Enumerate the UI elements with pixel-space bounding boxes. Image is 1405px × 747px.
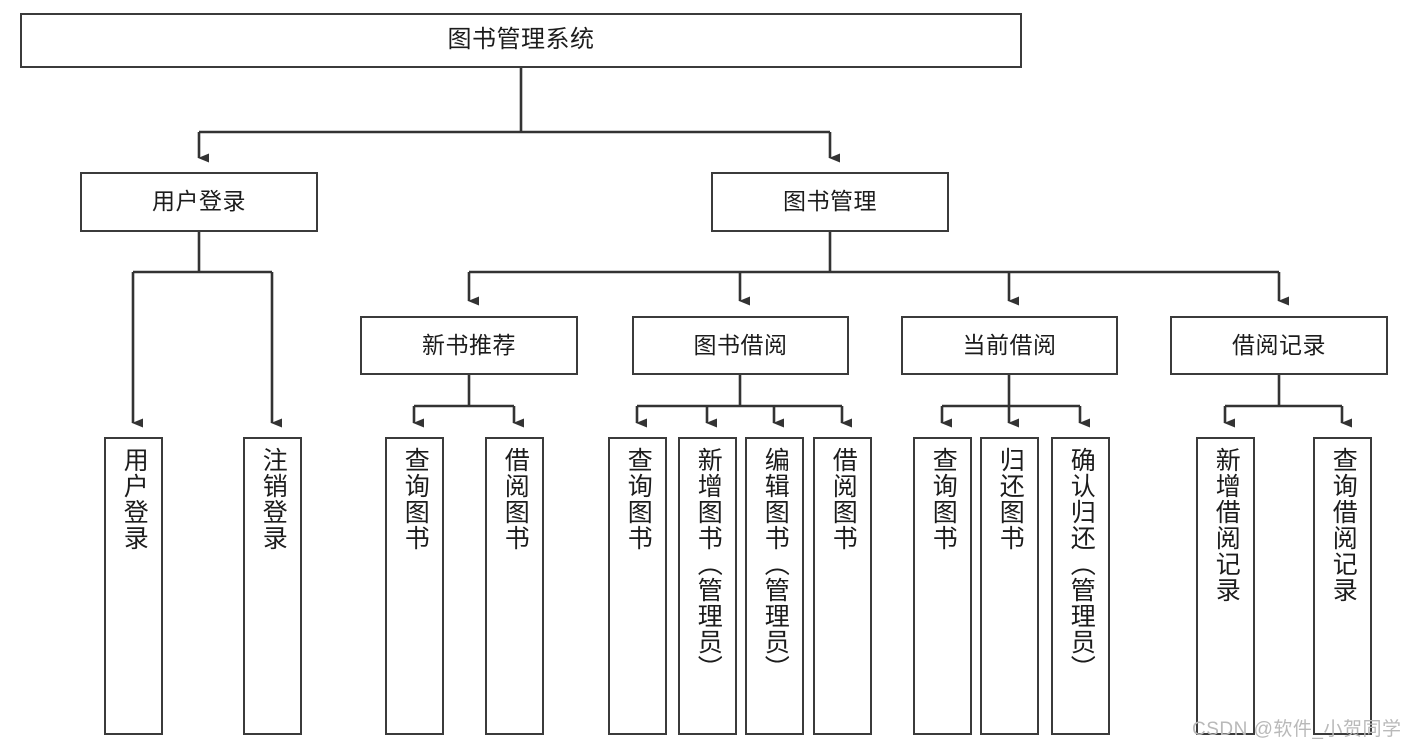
node-leaf-return-book[interactable]: 归还图书 [980, 437, 1039, 735]
node-book-borrow-label: 图书借阅 [693, 331, 788, 358]
node-leaf-query-book-3[interactable]: 查询图书 [913, 437, 972, 735]
node-leaf-borrow-book-1[interactable]: 借阅图书 [485, 437, 544, 735]
node-current-borrow-label: 当前借阅 [962, 331, 1057, 358]
node-leaf-logout[interactable]: 注销登录 [243, 437, 302, 735]
node-leaf-borrow-book-2[interactable]: 借阅图书 [813, 437, 872, 735]
node-new-book-recommend-label: 新书推荐 [422, 331, 516, 358]
node-leaf-query-book-1[interactable]: 查询图书 [385, 437, 444, 735]
node-leaf-user-login-label: 用户登录 [120, 447, 149, 551]
node-leaf-confirm-return[interactable]: 确认归还（管理员） [1051, 437, 1110, 735]
node-borrow-record-label: 借阅记录 [1232, 331, 1326, 358]
node-leaf-query-record-label: 查询借阅记录 [1329, 447, 1358, 603]
node-leaf-query-record[interactable]: 查询借阅记录 [1313, 437, 1372, 735]
node-book-manage-label: 图书管理 [783, 188, 877, 215]
node-user-login[interactable]: 用户登录 [80, 172, 318, 232]
node-book-borrow[interactable]: 图书借阅 [632, 316, 849, 375]
node-leaf-add-record-label: 新增借阅记录 [1212, 447, 1241, 603]
node-leaf-query-book-2-label: 查询图书 [624, 447, 653, 551]
node-new-book-recommend[interactable]: 新书推荐 [360, 316, 578, 375]
node-leaf-query-book-2[interactable]: 查询图书 [608, 437, 667, 735]
node-leaf-borrow-book-1-label: 借阅图书 [501, 447, 530, 551]
node-leaf-edit-book-label: 编辑图书（管理员） [761, 447, 790, 681]
node-borrow-record[interactable]: 借阅记录 [1170, 316, 1388, 375]
node-leaf-borrow-book-2-label: 借阅图书 [829, 447, 858, 551]
node-leaf-edit-book[interactable]: 编辑图书（管理员） [745, 437, 804, 735]
node-leaf-add-record[interactable]: 新增借阅记录 [1196, 437, 1255, 735]
node-leaf-add-book-label: 新增图书（管理员） [694, 447, 723, 681]
node-leaf-user-login[interactable]: 用户登录 [104, 437, 163, 735]
node-leaf-add-book[interactable]: 新增图书（管理员） [678, 437, 737, 735]
node-leaf-confirm-return-label: 确认归还（管理员） [1067, 447, 1096, 681]
node-leaf-logout-label: 注销登录 [259, 447, 288, 551]
node-book-manage[interactable]: 图书管理 [711, 172, 949, 232]
node-root-system[interactable]: 图书管理系统 [20, 13, 1022, 68]
node-current-borrow[interactable]: 当前借阅 [901, 316, 1118, 375]
node-leaf-query-book-1-label: 查询图书 [401, 447, 430, 551]
node-leaf-query-book-3-label: 查询图书 [929, 447, 958, 551]
node-user-login-label: 用户登录 [152, 188, 246, 215]
node-root-system-label: 图书管理系统 [447, 26, 595, 54]
node-leaf-return-book-label: 归还图书 [996, 447, 1025, 551]
